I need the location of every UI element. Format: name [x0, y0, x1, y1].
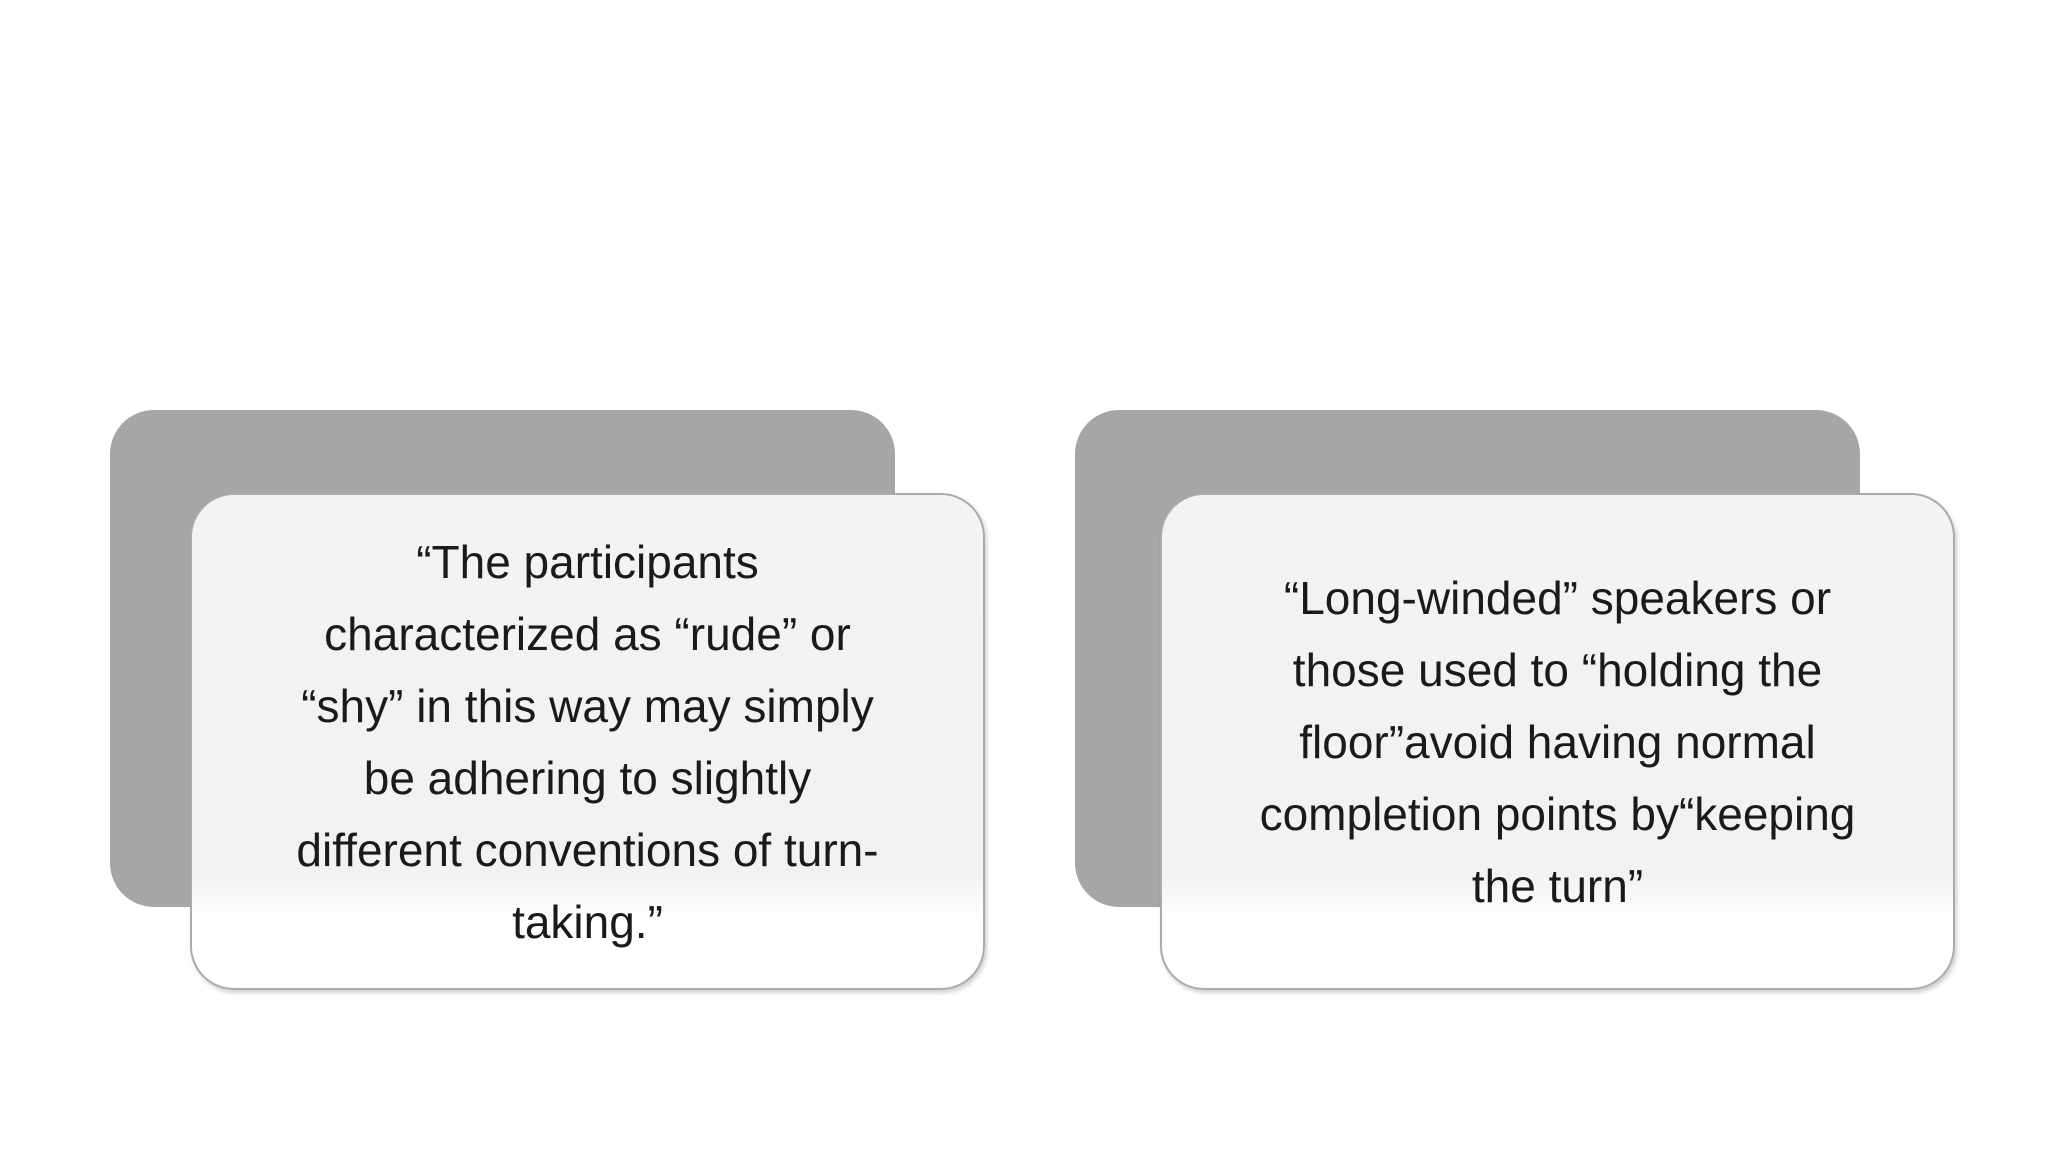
quote-card-right: “Long-winded” speakers or those used to … [1160, 493, 1955, 990]
quote-text-left: “The participants characterized as “rude… [296, 535, 879, 948]
card-back-shadow-shape-left [110, 410, 895, 907]
card-back-shadow-shape-right [1075, 410, 1860, 907]
quote-card-left: “The participants characterized as “rude… [190, 493, 985, 990]
quote-text-right: “Long-winded” speakers or those used to … [1259, 571, 1856, 912]
